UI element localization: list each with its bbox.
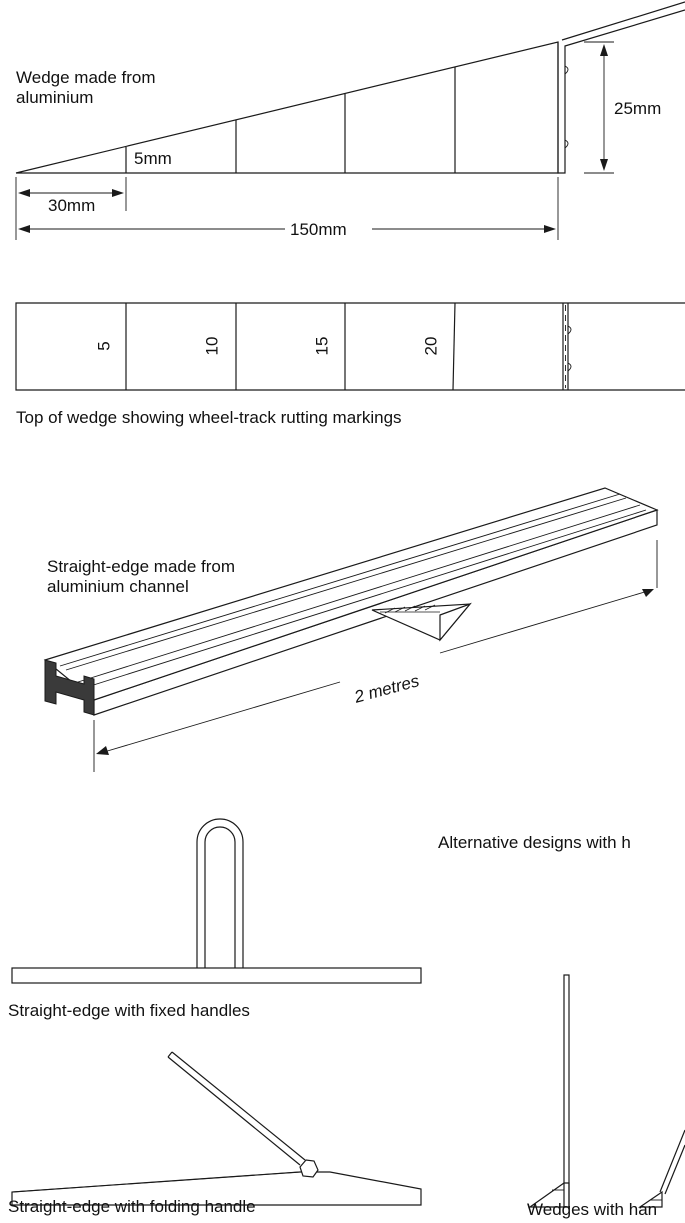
marking-10: 10 [202, 336, 222, 356]
arrowhead [600, 44, 608, 56]
wedge-top-view [15, 302, 685, 391]
hook-clip [567, 325, 572, 335]
wedge-side-view [15, 1, 685, 240]
marking-division [452, 302, 456, 391]
wedges-caption: Wedges with han [527, 1200, 658, 1219]
folding-handle-line2 [171, 1051, 306, 1161]
straight-edge-label-line1: Straight-edge made from [47, 557, 236, 576]
fixed-handle-bar [11, 967, 422, 984]
hook-clip [564, 139, 569, 149]
hook-clip [567, 362, 572, 372]
wedge-label-line2: aluminium [16, 88, 94, 107]
folding-handle-caption: Straight-edge with folding handle [8, 1197, 256, 1216]
marking-20: 20 [421, 336, 441, 356]
dim-5mm: 5mm [134, 149, 172, 168]
wedge-folding-handle [659, 1129, 685, 1193]
straight-edge-label-line2: aluminium channel [47, 577, 189, 596]
hook-clip [564, 65, 569, 75]
arrowhead [600, 159, 608, 171]
arrowhead [112, 189, 124, 197]
alternative-designs [11, 818, 685, 1208]
fixed-handle-outer [196, 818, 244, 968]
arrowhead [18, 189, 30, 197]
alternatives-heading: Alternative designs with h [438, 833, 631, 852]
arrowhead [18, 225, 30, 233]
dim-25mm: 25mm [614, 99, 662, 118]
small-wedge-side [439, 602, 472, 642]
wedge-with-handle [528, 1182, 570, 1208]
wedge-hook-top [561, 1, 685, 41]
channel-end-profile [44, 659, 95, 716]
straight-edge-drawing [43, 487, 659, 772]
wedge-hook [557, 9, 685, 174]
folding-handle-line1 [167, 1056, 301, 1166]
wedge-outline [15, 41, 559, 174]
fixed-handle-caption: Straight-edge with fixed handles [8, 1001, 250, 1020]
wedge-label-line1: Wedge made from [16, 68, 156, 87]
fixed-handle-inner [204, 826, 236, 968]
wedge-top-outline [15, 302, 685, 391]
folding-hinge [299, 1159, 319, 1178]
arrowhead [96, 746, 109, 755]
dim-150mm: 150mm [290, 220, 347, 239]
arrowhead [642, 589, 654, 597]
wedge-top-caption: Top of wedge showing wheel-track rutting… [16, 408, 402, 427]
wedge-folding [638, 1190, 663, 1208]
marking-15: 15 [312, 336, 332, 356]
marking-5: 5 [94, 341, 114, 351]
dim-30mm: 30mm [48, 196, 96, 215]
arrowhead [544, 225, 556, 233]
wedge-handle-post [563, 974, 570, 1208]
